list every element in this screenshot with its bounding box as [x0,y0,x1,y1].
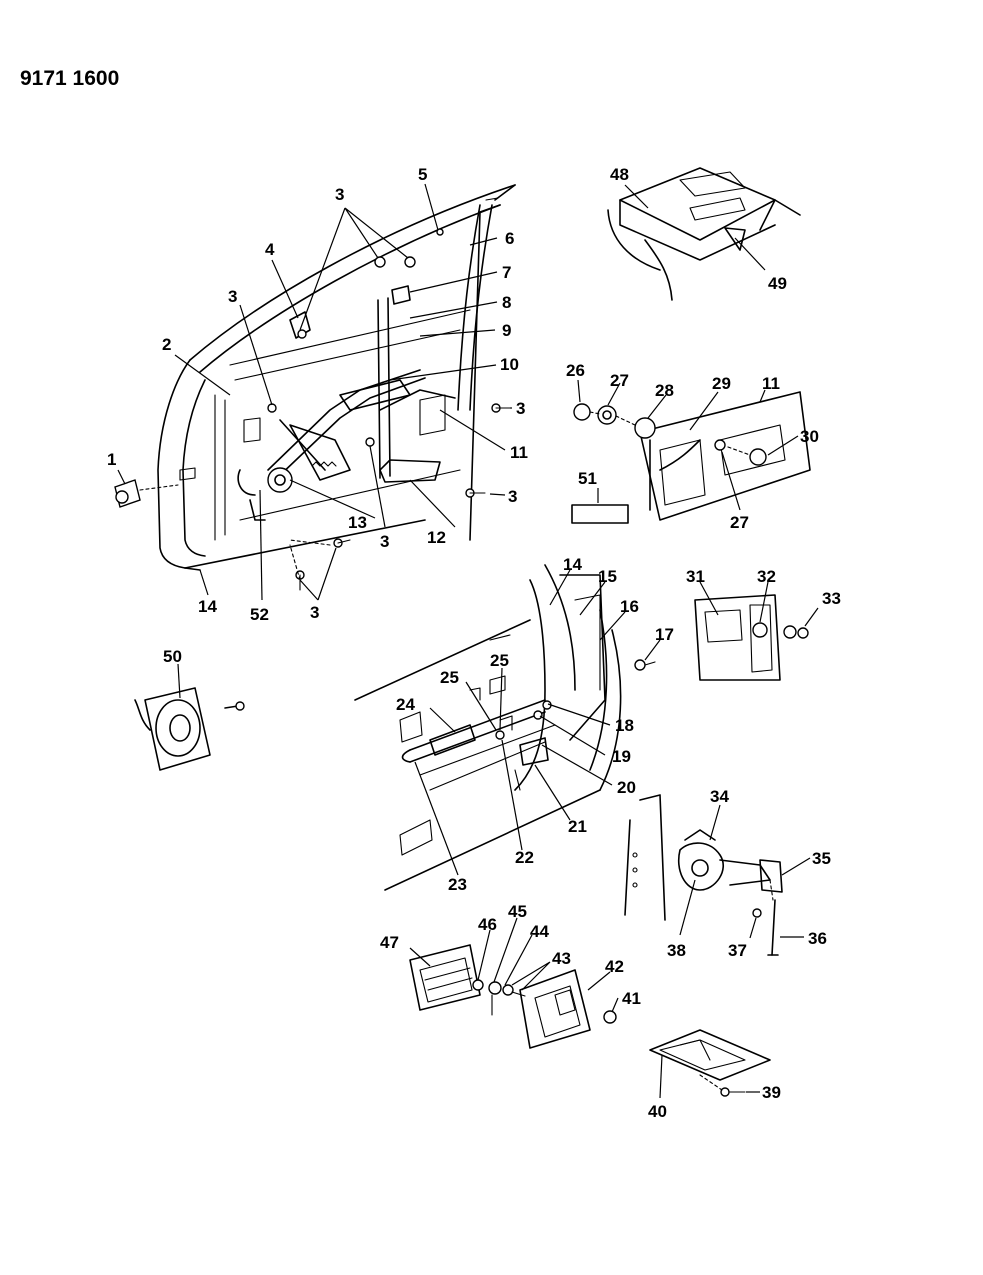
callout-9: 9 [502,321,511,340]
callout-46: 46 [478,915,497,934]
door-assembly-view [114,184,516,591]
callout-7: 7 [502,263,511,282]
callout-5: 5 [418,165,427,184]
callout-52: 52 [250,605,269,624]
callout-4: 4 [265,240,275,259]
speaker-view [134,687,245,771]
callout-6: 6 [505,229,514,248]
trim-panel-view [571,391,811,524]
callout-3: 3 [335,185,344,204]
callout-27: 27 [610,371,629,390]
callout-36: 36 [808,929,827,948]
callout-21: 21 [568,817,587,836]
callout-25: 25 [440,668,459,687]
callout-48: 48 [610,165,629,184]
callout-13: 13 [348,513,367,532]
callout-41: 41 [622,989,641,1008]
leader-lines [117,183,819,1099]
callout-labels: 1 2 3 3 3 3 3 3 4 5 6 7 8 9 10 11 12 13 … [107,165,841,1121]
callout-17: 17 [655,625,674,644]
callout-49: 49 [768,274,787,293]
callout-3: 3 [516,399,525,418]
callout-3: 3 [310,603,319,622]
callout-29: 29 [712,374,731,393]
inside-handle-view [409,944,617,1049]
callout-32: 32 [757,567,776,586]
callout-23: 23 [448,875,467,894]
callout-10: 10 [500,355,519,374]
callout-35: 35 [812,849,831,868]
callout-50: 50 [163,647,182,666]
callout-43: 43 [552,949,571,968]
latch-linkage-view [354,564,656,891]
callout-22: 22 [515,848,534,867]
callout-45: 45 [508,902,527,921]
callout-3: 3 [508,487,517,506]
lower-bracket-view [649,1029,771,1097]
callout-38: 38 [667,941,686,960]
callout-25: 25 [490,651,509,670]
callout-31: 31 [686,567,705,586]
callout-42: 42 [605,957,624,976]
callout-1: 1 [107,450,116,469]
console-switch-view [607,167,801,301]
callout-26: 26 [566,361,585,380]
callout-44: 44 [530,922,549,941]
diagram-code: 9171 1600 [20,67,119,90]
callout-40: 40 [648,1102,667,1121]
callout-16: 16 [620,597,639,616]
callout-28: 28 [655,381,674,400]
callout-19: 19 [612,747,631,766]
callout-51: 51 [578,469,597,488]
callout-11: 11 [762,374,780,393]
callout-12: 12 [427,528,446,547]
callout-30: 30 [800,427,819,446]
callout-14: 14 [198,597,217,616]
callout-14: 14 [563,555,582,574]
callout-3: 3 [228,287,237,306]
callout-3: 3 [380,532,389,551]
callout-2: 2 [162,335,171,354]
callout-15: 15 [598,567,617,586]
callout-20: 20 [617,778,636,797]
callout-8: 8 [502,293,511,312]
callout-39: 39 [762,1083,781,1102]
callout-18: 18 [615,716,634,735]
callout-27: 27 [730,513,749,532]
callout-24: 24 [396,695,415,714]
switch-bezel-view [694,594,809,681]
callout-47: 47 [380,933,399,952]
callout-34: 34 [710,787,729,806]
callout-37: 37 [728,941,747,960]
callout-33: 33 [822,589,841,608]
hinge-view [624,794,783,956]
callout-11: 11 [510,443,528,462]
